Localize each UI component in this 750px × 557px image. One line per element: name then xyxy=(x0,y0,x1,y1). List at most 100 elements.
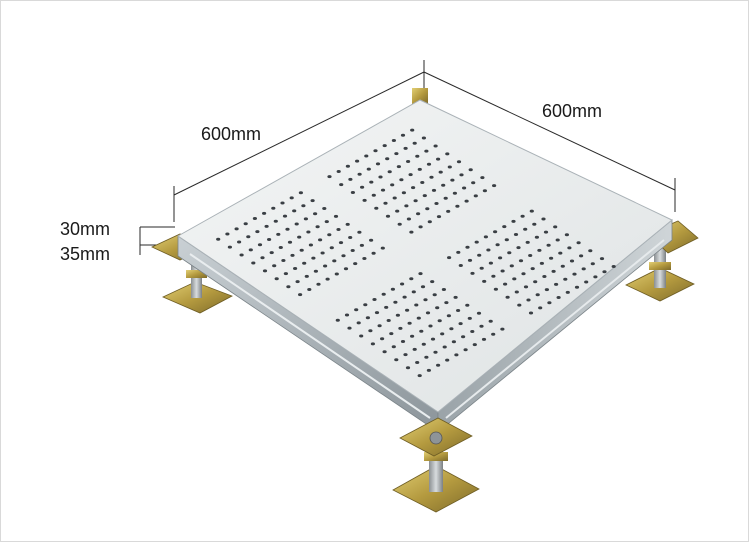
perforation-hole xyxy=(431,188,437,192)
perforation-hole xyxy=(468,168,473,172)
perforation-hole xyxy=(409,277,414,281)
perforation-hole xyxy=(453,295,458,299)
perforation-hole xyxy=(500,327,505,331)
perforation-hole xyxy=(532,222,537,226)
perforation-hole xyxy=(246,235,251,239)
perforation-hole xyxy=(359,334,364,338)
perforation-hole xyxy=(303,217,308,221)
perforation-hole xyxy=(503,282,508,286)
perforation-hole xyxy=(493,230,498,234)
perforation-hole xyxy=(463,348,468,352)
perforation-hole xyxy=(433,350,438,354)
panel-top-surface xyxy=(177,99,673,413)
perforation-hole xyxy=(593,275,598,279)
perforation-hole xyxy=(546,243,551,247)
perforation-hole xyxy=(354,308,359,312)
perforation-hole xyxy=(417,167,422,171)
perforation-hole xyxy=(413,199,418,203)
perforation-hole xyxy=(513,233,519,236)
perforation-hole xyxy=(357,230,362,234)
perforation-hole xyxy=(544,288,550,292)
perforation-hole xyxy=(474,240,479,244)
perforation-hole xyxy=(292,209,297,213)
perforation-hole xyxy=(289,196,294,200)
perforation-hole xyxy=(449,327,454,331)
perforation-hole xyxy=(543,230,549,234)
perforation-hole xyxy=(272,264,277,268)
perforation-hole xyxy=(360,185,365,189)
perforation-hole xyxy=(602,270,607,274)
perforation-hole xyxy=(411,186,416,190)
perforation-hole xyxy=(257,243,263,247)
perforation-hole xyxy=(446,314,451,318)
perforation-hole xyxy=(385,157,390,161)
perforation-hole xyxy=(243,222,248,226)
perforation-hole xyxy=(286,285,291,289)
perforation-hole xyxy=(416,212,421,216)
perforation-hole xyxy=(514,290,519,294)
perforation-hole xyxy=(332,259,337,263)
perforation-hole xyxy=(237,240,242,244)
perforation-hole xyxy=(445,152,450,156)
perforation-hole xyxy=(394,358,399,362)
perforation-hole xyxy=(445,358,450,362)
perforation-hole xyxy=(560,264,565,268)
perforation-hole xyxy=(301,204,306,208)
perforation-hole xyxy=(547,301,552,305)
perforation-hole xyxy=(456,160,462,164)
perforation-hole xyxy=(447,256,452,260)
perforation-hole xyxy=(302,261,307,265)
perforation-hole xyxy=(364,154,369,158)
perforation-hole xyxy=(555,238,560,242)
perforation-hole xyxy=(534,235,540,239)
perforation-hole xyxy=(287,240,293,244)
perforation-hole xyxy=(395,313,400,317)
perforation-hole xyxy=(505,295,510,299)
perforation-hole xyxy=(248,248,253,252)
perforation-hole xyxy=(492,184,497,188)
perforation-hole xyxy=(323,264,328,268)
perforation-hole xyxy=(400,133,406,137)
perforation-hole xyxy=(441,288,446,291)
perforation-hole xyxy=(569,259,575,263)
perforation-hole xyxy=(470,330,475,333)
perforation-hole xyxy=(298,293,303,297)
perforation-hole xyxy=(324,220,329,224)
perforation-hole xyxy=(473,194,478,198)
perforation-hole xyxy=(412,347,417,351)
perforation-hole xyxy=(539,261,545,265)
perforation-hole xyxy=(262,269,268,273)
perforation-hole xyxy=(423,298,428,302)
perforation-hole xyxy=(476,311,482,315)
perforation-hole xyxy=(470,271,475,275)
perforation-hole xyxy=(564,233,570,237)
perforation-hole xyxy=(414,303,419,307)
perforation-hole xyxy=(403,146,408,150)
dimension-label-height-bottom: 35mm xyxy=(60,244,111,264)
perforation-hole xyxy=(391,345,396,349)
perforation-hole xyxy=(395,209,400,213)
perforation-hole xyxy=(380,246,385,250)
perforation-hole xyxy=(267,238,272,241)
perforation-hole xyxy=(462,186,467,190)
perforation-hole xyxy=(293,267,298,270)
perforation-hole xyxy=(411,290,416,294)
perforation-hole xyxy=(549,256,554,260)
perforation-hole xyxy=(390,183,395,187)
perforation-hole xyxy=(599,257,605,261)
perforation-hole xyxy=(441,183,446,187)
perforation-hole xyxy=(451,340,456,344)
perforation-hole xyxy=(584,280,589,284)
perforation-hole xyxy=(389,332,394,336)
perforation-hole xyxy=(345,164,350,168)
perforation-hole xyxy=(344,313,350,317)
perforation-hole xyxy=(477,253,482,257)
perforation-hole xyxy=(465,245,470,249)
dimension-label-width-left: 600mm xyxy=(201,124,262,144)
perforation-hole xyxy=(322,207,327,210)
perforation-hole xyxy=(382,144,387,148)
perforation-hole xyxy=(483,235,488,239)
perforation-hole xyxy=(444,301,449,305)
perforation-hole xyxy=(334,272,339,276)
perforation-hole xyxy=(336,228,341,231)
